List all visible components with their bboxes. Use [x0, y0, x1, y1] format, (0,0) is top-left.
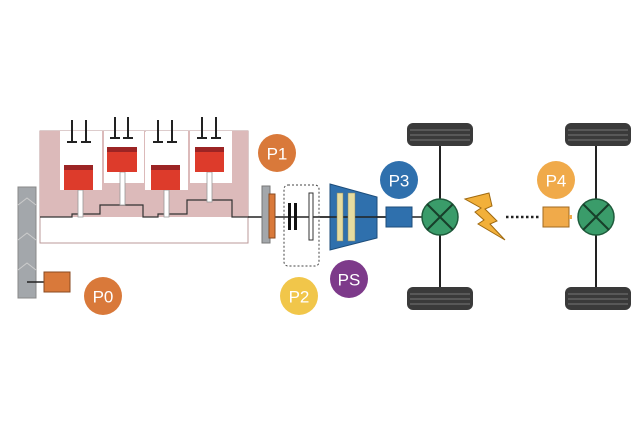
- pistons: [64, 147, 224, 218]
- label-p0: P0: [84, 277, 122, 315]
- svg-text:P1: P1: [267, 145, 288, 164]
- tire-front-bottom: [407, 287, 473, 310]
- svg-text:P0: P0: [93, 288, 114, 307]
- p4-motor: [542, 206, 570, 228]
- valves: [67, 117, 221, 143]
- p3-motor: [385, 206, 413, 228]
- tire-front-top: [407, 123, 473, 146]
- tire-rear-bottom: [565, 287, 631, 310]
- p2-module: [283, 184, 320, 267]
- label-p4: P4: [537, 161, 575, 199]
- piston-3: [151, 165, 180, 190]
- tire-rear-top: [565, 123, 631, 146]
- p1-motor: [268, 193, 276, 239]
- label-p3: P3: [380, 161, 418, 199]
- rear-differential: [577, 198, 615, 236]
- label-ps: PS: [330, 260, 368, 298]
- svg-text:P4: P4: [546, 172, 567, 191]
- svg-text:P2: P2: [289, 288, 310, 307]
- piston-4: [195, 147, 224, 172]
- piston-1: [64, 165, 93, 190]
- belt-pulley: [17, 186, 37, 299]
- svg-text:PS: PS: [338, 271, 361, 290]
- front-differential: [421, 198, 459, 236]
- label-p2: P2: [280, 277, 318, 315]
- p0-motor: [43, 271, 71, 293]
- label-p1: P1: [258, 134, 296, 172]
- piston-2: [107, 147, 137, 172]
- svg-text:P3: P3: [389, 172, 410, 191]
- lightning-icon: [463, 192, 506, 241]
